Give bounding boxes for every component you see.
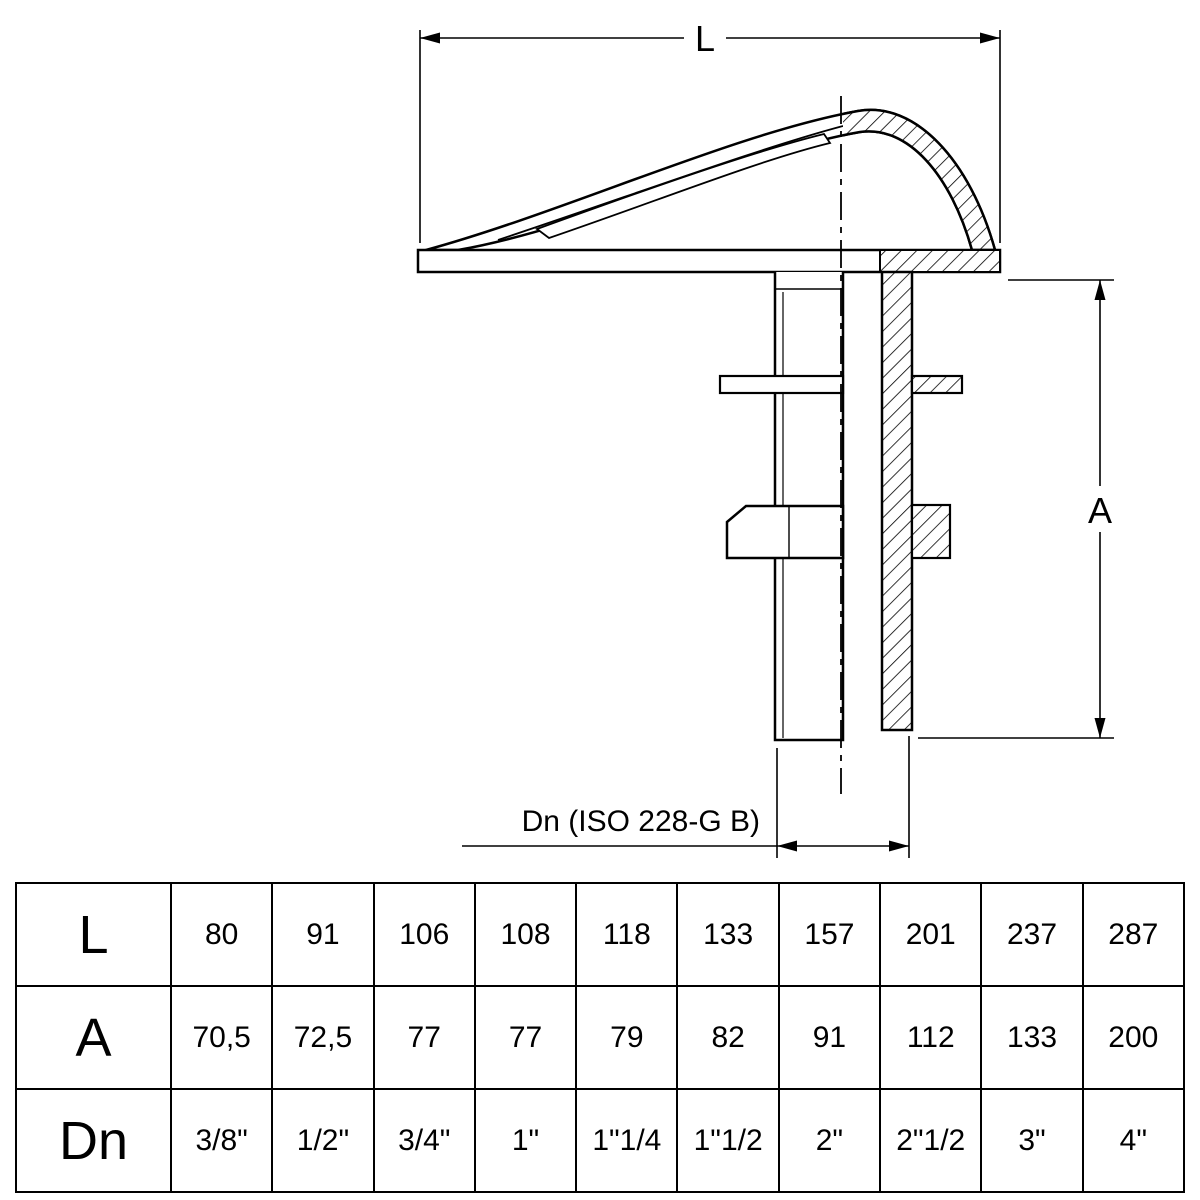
dim-dn-label: Dn (ISO 228-G B)	[522, 805, 760, 838]
dimension-l: L	[419, 14, 1001, 243]
technical-drawing-area: L A Dn (ISO 228-G B)	[416, 14, 1121, 858]
dim-value: 287	[1081, 882, 1186, 987]
dim-value: 201	[879, 882, 983, 987]
dim-value: 1"1/2	[676, 1088, 780, 1193]
dim-value: 91	[777, 985, 882, 1090]
dim-a-label: A	[1088, 490, 1112, 531]
dim-value: 3/8"	[169, 1088, 274, 1193]
dim-value: 133	[676, 882, 780, 987]
table-row-l: L 80 91 106 108 118 133 157 201 237 287	[15, 882, 1186, 987]
dim-value: 4"	[1081, 1088, 1186, 1193]
table-row-dn: Dn 3/8" 1/2" 3/4" 1" 1"1/4 1"1/2 2" 2"1/…	[15, 1088, 1186, 1193]
dim-value: 2"1/2	[879, 1088, 983, 1193]
body-wall-section	[880, 270, 914, 732]
dimension-a: A	[918, 279, 1121, 739]
dim-value: 1/2"	[271, 1088, 375, 1193]
table-row-a: A 70,5 72,5 77 77 79 82 91 112 133 200	[15, 985, 1186, 1090]
dim-value: 1"1/4	[575, 1088, 679, 1193]
dim-value: 106	[372, 882, 476, 987]
dim-value: 1"	[473, 1088, 578, 1193]
arrowhead-up-icon	[1094, 280, 1106, 300]
dim-value: 157	[777, 882, 882, 987]
thru-hull-scoop-drawing: L A Dn (ISO 228-G B)	[416, 14, 1121, 858]
flange	[416, 248, 1002, 274]
dim-value: 237	[980, 882, 1084, 987]
dim-value: 79	[575, 985, 679, 1090]
dim-value: 3/4"	[372, 1088, 476, 1193]
dim-value: 2"	[777, 1088, 882, 1193]
dim-value: 133	[980, 985, 1084, 1090]
dim-value: 112	[879, 985, 983, 1090]
scoop-slot	[535, 132, 832, 240]
arrowhead-right-icon	[889, 840, 909, 852]
arrowhead-left-icon	[777, 840, 797, 852]
scoop-shell	[424, 108, 997, 252]
dim-value: 3"	[980, 1088, 1084, 1193]
dim-value: 82	[676, 985, 780, 1090]
dim-l-label: L	[695, 18, 715, 59]
washer	[718, 374, 964, 395]
dim-value: 80	[169, 882, 274, 987]
dim-value: 118	[575, 882, 679, 987]
dim-value: 200	[1081, 985, 1186, 1090]
dim-value: 91	[271, 882, 375, 987]
dim-value: 70,5	[169, 985, 274, 1090]
arrowhead-left-icon	[420, 32, 440, 44]
hex-nut	[725, 503, 952, 560]
dim-value: 77	[473, 985, 578, 1090]
row-label-a: A	[15, 985, 172, 1090]
dim-value: 108	[473, 882, 578, 987]
dimension-table: L 80 91 106 108 118 133 157 201 237 287 …	[15, 882, 1186, 1193]
dimension-dn: Dn (ISO 228-G B)	[462, 736, 910, 858]
arrowhead-right-icon	[980, 32, 1000, 44]
row-label-l: L	[15, 882, 172, 987]
scoop-edge-line	[497, 125, 844, 241]
dim-value: 77	[372, 985, 476, 1090]
dim-value: 72,5	[271, 985, 375, 1090]
row-label-dn: Dn	[15, 1088, 172, 1193]
arrowhead-down-icon	[1094, 718, 1106, 738]
